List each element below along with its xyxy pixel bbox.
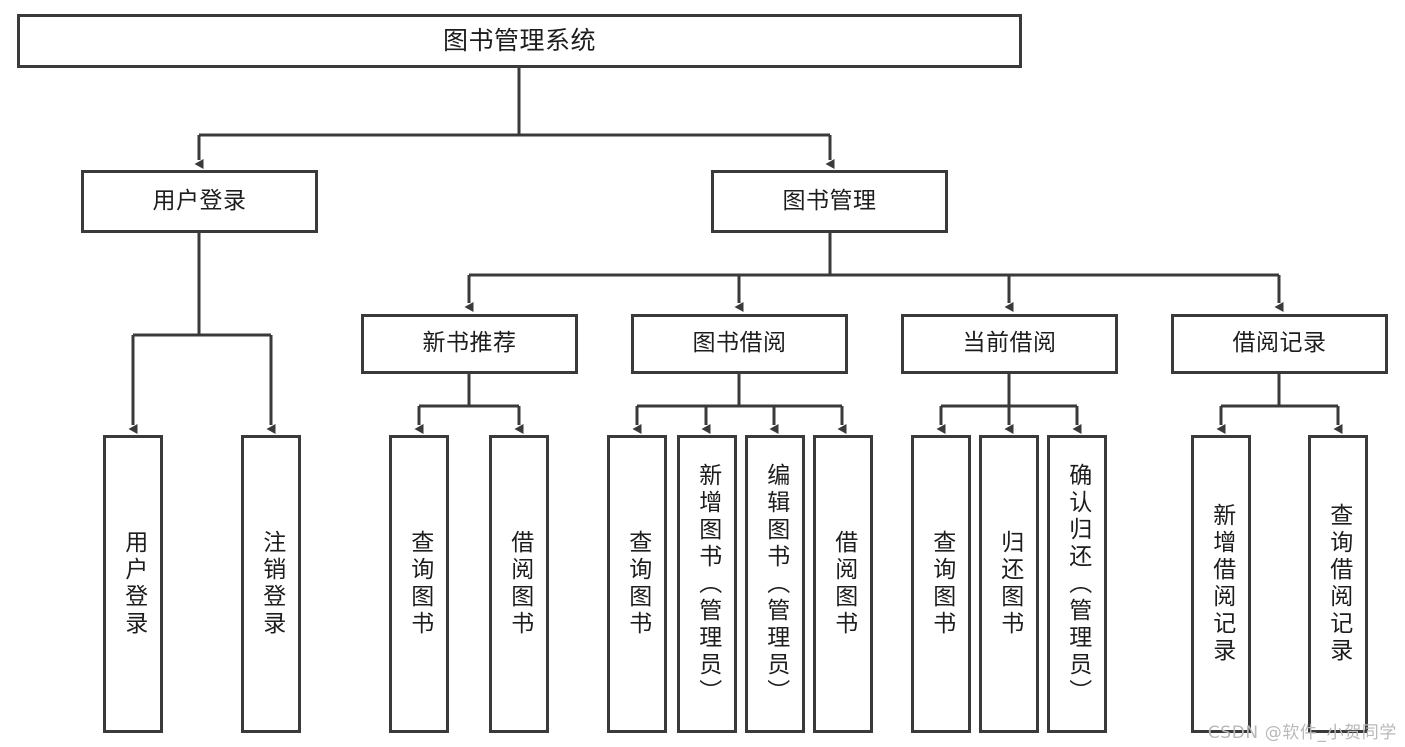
leaf-new-book-borrow[interactable]: 借阅图书 [489, 435, 549, 733]
node-user-login-label: 用户登录 [152, 187, 247, 214]
node-borrow-record[interactable]: 借阅记录 [1171, 314, 1388, 374]
node-user-login[interactable]: 用户登录 [81, 170, 318, 233]
leaf-current-query-book[interactable]: 查询图书 [911, 435, 971, 733]
leaf-logout-label: 注销登录 [258, 530, 285, 638]
leaf-add-borrow-record-label: 新增借阅记录 [1208, 503, 1235, 665]
leaf-user-login-label: 用户登录 [120, 530, 147, 638]
node-new-book-recommend-label: 新书推荐 [422, 330, 517, 357]
leaf-return-book-label: 归还图书 [996, 530, 1023, 638]
node-borrow-record-label: 借阅记录 [1232, 330, 1327, 357]
leaf-add-borrow-record[interactable]: 新增借阅记录 [1191, 435, 1251, 733]
leaf-new-book-query[interactable]: 查询图书 [389, 435, 449, 733]
leaf-current-query-book-label: 查询图书 [928, 530, 955, 638]
leaf-query-borrow-record-label: 查询借阅记录 [1325, 503, 1352, 665]
leaf-new-book-query-label: 查询图书 [406, 530, 433, 638]
leaf-confirm-return-admin-label: 确认归还（管理员） [1064, 462, 1091, 706]
node-book-manage-label: 图书管理 [782, 187, 877, 214]
node-current-borrow[interactable]: 当前借阅 [901, 314, 1118, 374]
node-book-borrow-label: 图书借阅 [692, 330, 787, 357]
leaf-new-book-borrow-label: 借阅图书 [506, 530, 533, 638]
node-root-label: 图书管理系统 [442, 26, 596, 56]
node-book-borrow[interactable]: 图书借阅 [631, 314, 848, 374]
leaf-logout[interactable]: 注销登录 [241, 435, 301, 733]
leaf-add-book-admin[interactable]: 新增图书（管理员） [677, 435, 737, 733]
watermark: CSDN @软件_小贺同学 [1207, 723, 1397, 743]
leaf-return-book[interactable]: 归还图书 [979, 435, 1039, 733]
node-root[interactable]: 图书管理系统 [17, 14, 1022, 68]
leaf-edit-book-admin[interactable]: 编辑图书（管理员） [745, 435, 805, 733]
node-book-manage[interactable]: 图书管理 [711, 170, 948, 233]
leaf-user-login[interactable]: 用户登录 [103, 435, 163, 733]
leaf-confirm-return-admin[interactable]: 确认归还（管理员） [1047, 435, 1107, 733]
node-current-borrow-label: 当前借阅 [962, 330, 1057, 357]
leaf-edit-book-admin-label: 编辑图书（管理员） [762, 462, 789, 706]
leaf-query-borrow-record[interactable]: 查询借阅记录 [1308, 435, 1368, 733]
leaf-borrow-book-label: 借阅图书 [830, 530, 857, 638]
leaf-borrow-query-book[interactable]: 查询图书 [607, 435, 667, 733]
node-new-book-recommend[interactable]: 新书推荐 [361, 314, 578, 374]
leaf-borrow-book[interactable]: 借阅图书 [813, 435, 873, 733]
leaf-borrow-query-book-label: 查询图书 [624, 530, 651, 638]
leaf-add-book-admin-label: 新增图书（管理员） [694, 462, 721, 706]
